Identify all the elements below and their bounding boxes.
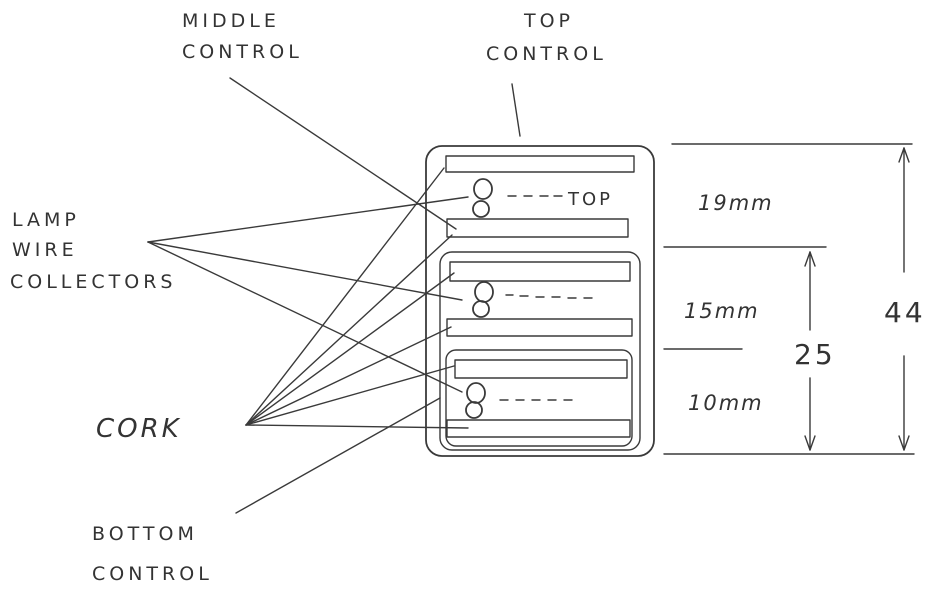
bottom-control-label-line2: CONTROL xyxy=(92,563,213,585)
bottom-control-shell xyxy=(445,349,633,447)
cork-plate-5 xyxy=(454,359,628,379)
cork-plate-top xyxy=(445,155,635,173)
dimension-overall-total: 44 xyxy=(884,296,926,329)
lamp-wire-collector-top xyxy=(472,178,563,218)
top-marker-label: TOP xyxy=(567,189,613,210)
bottom-control-leader xyxy=(235,397,441,514)
middle-control-leader xyxy=(229,77,457,230)
middle-control-label-line1: MIDDLE xyxy=(182,10,280,32)
top-control-leader xyxy=(511,83,521,137)
top-control-label-line2: CONTROL xyxy=(486,43,607,65)
dimension-bottom-section: 10mm xyxy=(688,391,764,415)
middle-control-shell xyxy=(439,251,641,451)
lamp-wire-collector-middle xyxy=(472,281,593,318)
dimension-arrow-25 xyxy=(804,251,816,451)
cork-plate-3 xyxy=(449,261,631,282)
dimension-extension-lines xyxy=(663,143,915,455)
lamp-wire-collector-bottom xyxy=(465,382,573,419)
dimension-arrow-44 xyxy=(898,147,910,451)
bottom-control-label: BOTTOM CONTROL xyxy=(92,523,213,585)
cork-leaders xyxy=(245,167,469,429)
cork-label: CORK xyxy=(96,414,182,444)
cork-plate-2 xyxy=(446,218,629,238)
dimension-top-section: 19mm xyxy=(698,191,774,215)
bottom-control-label-line1: BOTTOM xyxy=(92,523,198,545)
middle-control-label-line2: CONTROL xyxy=(182,41,303,63)
lamp-wire-collectors-label: LAMP WIRE COLLECTORS xyxy=(10,209,177,293)
top-control-label: TOP CONTROL xyxy=(486,10,607,65)
dimension-middle-section: 15mm xyxy=(684,299,760,323)
lamp-wire-collectors-leaders xyxy=(147,196,469,393)
lamp-label-line2: WIRE xyxy=(12,239,78,261)
lamp-label-line3: COLLECTORS xyxy=(10,271,177,293)
cork-plate-bottom xyxy=(446,419,631,438)
cork-plate-4 xyxy=(446,318,633,337)
lamp-label-line1: LAMP xyxy=(12,209,80,231)
outer-housing xyxy=(425,145,655,457)
dimension-inner-total: 25 xyxy=(794,338,836,371)
top-control-label-line1: TOP xyxy=(523,10,574,32)
middle-control-label: MIDDLE CONTROL xyxy=(182,10,303,63)
